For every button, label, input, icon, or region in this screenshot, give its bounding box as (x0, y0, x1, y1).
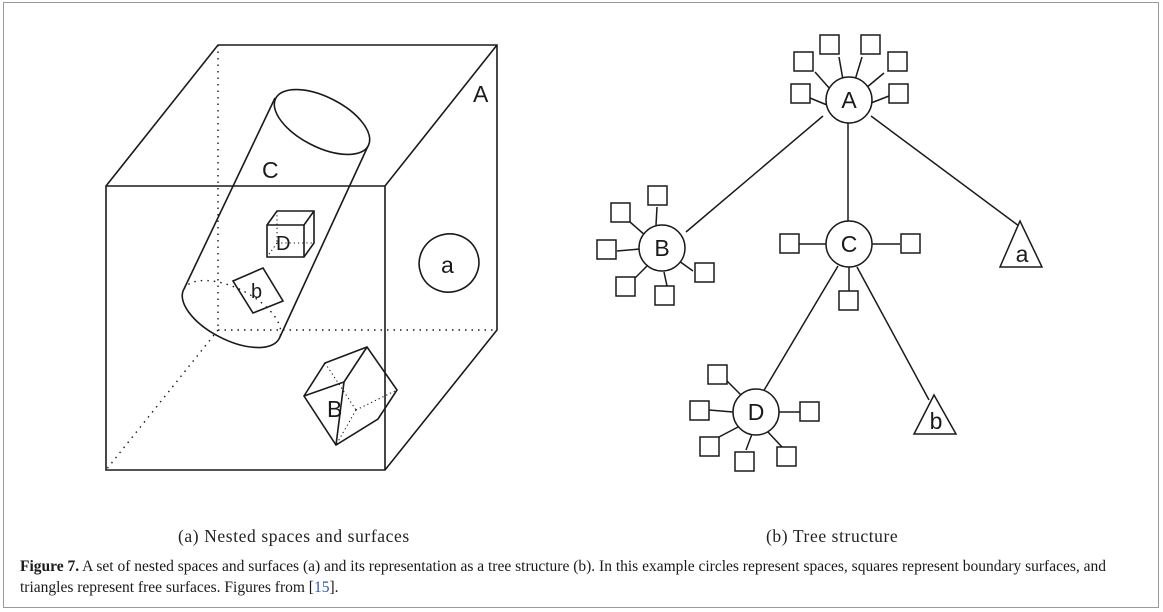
tree-edges (685, 115, 1020, 401)
subcaption-a: (a) Nested spaces and surfaces (178, 526, 410, 546)
cube-b (303, 346, 398, 447)
caption-text-end: ]. (329, 579, 339, 596)
figure-caption: Figure 7. A set of nested spaces and sur… (20, 556, 1140, 598)
tree-label-c: C (841, 231, 858, 257)
cube-a-outline (105, 44, 498, 471)
citation-link[interactable]: 15 (313, 579, 330, 596)
cube-a-hidden-edges (105, 45, 497, 471)
panel-a-labels: A C D b a B (251, 81, 489, 422)
tree-label-free-b: b (930, 408, 943, 434)
panel-b-labels: A B C D a b (654, 87, 1028, 434)
node-a-surfaces (790, 34, 909, 106)
node-d-surfaces (689, 364, 820, 472)
figure-label: Figure 7. (20, 558, 80, 575)
surface-b (231, 266, 285, 314)
tree-label-b: B (654, 235, 669, 261)
node-b-surfaces (596, 185, 715, 306)
subcaption-b: (b) Tree structure (766, 526, 899, 546)
panel-a-nested-spaces (105, 44, 498, 471)
node-b-free-surface (912, 393, 958, 435)
node-a (825, 76, 873, 124)
panel-b-tree (596, 34, 1044, 472)
cube-d (266, 210, 315, 258)
figure-frame (3, 2, 1159, 608)
label-surface-b: b (251, 281, 262, 303)
label-space-c: C (262, 157, 279, 183)
label-space-b: B (327, 396, 342, 422)
node-d (732, 388, 780, 436)
cylinder-c (181, 88, 371, 349)
node-b (638, 224, 686, 272)
node-c (825, 220, 873, 268)
node-c-surfaces (779, 233, 921, 311)
node-a-free-surface (998, 219, 1044, 268)
tree-label-d: D (748, 399, 765, 425)
surface-a (418, 233, 480, 293)
label-space-a: A (473, 81, 489, 107)
tree-label-free-a: a (1016, 241, 1029, 267)
label-space-d: D (276, 233, 290, 255)
tree-label-a: A (841, 87, 857, 113)
label-surface-a: a (441, 252, 454, 278)
caption-text: A set of nested spaces and surfaces (a) … (20, 558, 1107, 596)
